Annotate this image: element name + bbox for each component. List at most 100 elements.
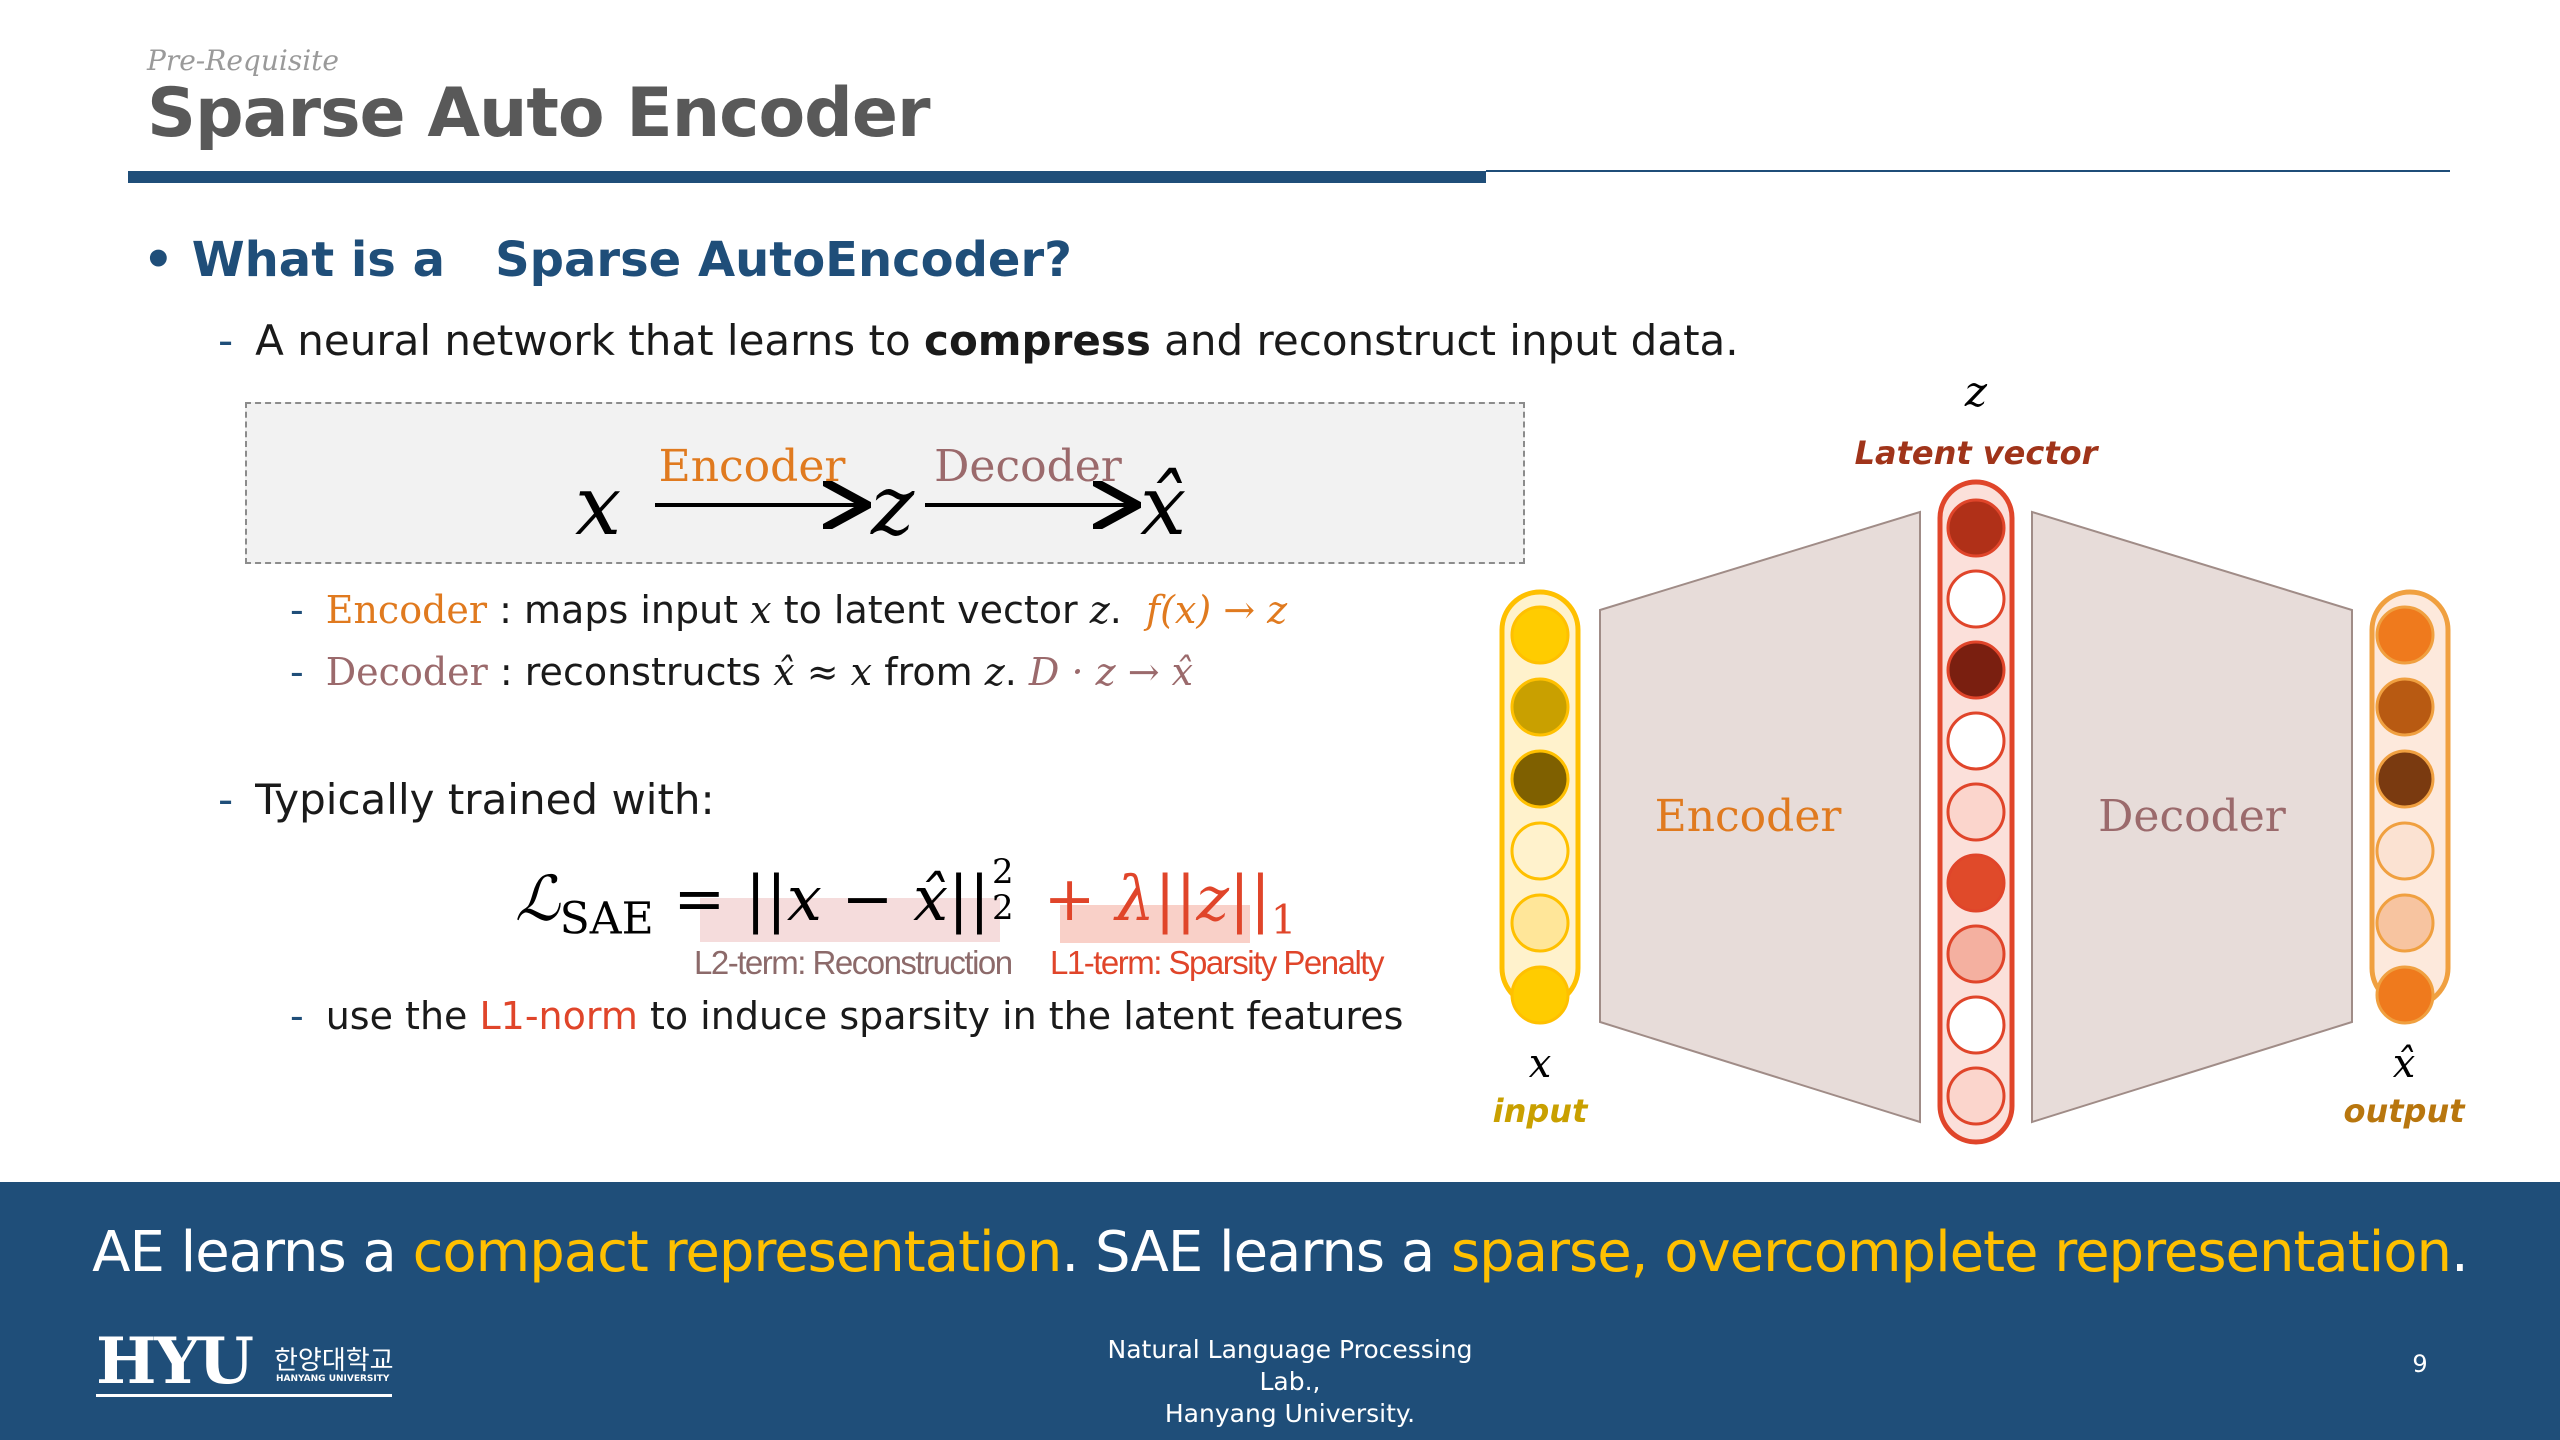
logo-english: HANYANG UNIVERSITY — [276, 1374, 390, 1384]
lab-line-1: Natural Language Processing Lab., — [1107, 1335, 1473, 1396]
loss-subscript: SAE — [559, 893, 654, 945]
encoder-mid: to latent vector — [771, 588, 1090, 632]
latent-symbol: z — [1964, 370, 1988, 416]
decoder-formula: D · z → x̂ — [1028, 650, 1194, 694]
loss-symbol: ℒ — [515, 862, 560, 935]
encoder-term: Encoder — [325, 588, 488, 632]
l1-term-highlight — [1060, 905, 1250, 943]
training-label: Typically trained with: — [255, 775, 715, 824]
logo-underline — [96, 1394, 392, 1397]
decoder-mid: from — [872, 650, 985, 694]
pipeline-box — [245, 402, 1525, 564]
output-label: output — [2343, 1092, 2466, 1130]
dash-marker: - — [290, 650, 304, 694]
encoder-formula: f(x) → z — [1146, 588, 1288, 632]
input-neuron — [1510, 821, 1570, 881]
takeaway-part-e: . — [2451, 1220, 2469, 1285]
encoder-text: : maps input — [487, 588, 751, 632]
output-neuron — [2375, 677, 2435, 737]
title-underline-thick — [128, 171, 1486, 183]
encoder-block-label: Encoder — [1655, 791, 1843, 842]
l2-term-label: L2-term: Reconstruction — [694, 944, 1013, 981]
decoder-block — [2031, 510, 2353, 1124]
output-neuron — [2375, 893, 2435, 953]
latent-neuron — [1946, 498, 2006, 558]
latent-neuron — [1946, 924, 2006, 984]
pipeline-z: z — [870, 459, 915, 554]
bullet-dot: • — [143, 232, 174, 288]
input-neuron — [1510, 749, 1570, 809]
section-kicker: Pre-Requisite — [147, 44, 339, 77]
input-symbol: x — [1529, 1041, 1552, 1087]
dash-marker: - — [218, 316, 234, 365]
latent-neuron — [1946, 995, 2006, 1055]
training-line: -Typically trained with: — [218, 775, 715, 824]
input-neuron — [1510, 605, 1570, 665]
norm-post: to induce sparsity in the latent feature… — [637, 994, 1404, 1038]
input-neuron — [1510, 677, 1570, 737]
latent-neuron — [1946, 640, 2006, 700]
takeaway-part-c: . SAE learns a — [1061, 1220, 1451, 1285]
definition-bold: compress — [924, 316, 1151, 365]
pipeline-diagram: x Encoder z Decoder x̂ — [575, 441, 1186, 554]
decoder-block-label: Decoder — [2098, 791, 2287, 842]
definition-pre: A neural network that learns to — [255, 316, 925, 365]
decoder-text: : reconstructs — [487, 650, 774, 694]
l1-norm-line: -use the L1-norm to induce sparsity in t… — [290, 994, 1403, 1038]
title-underline-thin — [1486, 170, 2450, 172]
dash-marker: - — [218, 775, 234, 824]
latent-neuron — [1946, 853, 2006, 913]
latent-label: Latent vector — [1855, 434, 2100, 472]
latent-neuron — [1946, 1066, 2006, 1126]
decoder-term: Decoder — [325, 650, 488, 694]
l1-term: λ||z|| — [1115, 862, 1271, 935]
takeaway-part-a: AE learns a — [92, 1220, 413, 1285]
l1-term-label: L1-term: Sparsity Penalty — [1050, 944, 1384, 981]
dash-marker: - — [290, 994, 304, 1038]
university-logo: HYU 한양대학교 HANYANG UNIVERSITY — [96, 1330, 394, 1398]
definition-line: -A neural network that learns to compres… — [218, 316, 1739, 365]
output-neuron — [2375, 965, 2435, 1025]
decoder-dot: . — [1004, 650, 1017, 694]
encoder-block — [1599, 510, 1921, 1124]
logo-korean: 한양대학교 — [274, 1346, 394, 1376]
takeaway-highlight-2: sparse, overcomplete representation — [1450, 1220, 2452, 1285]
footer-bar — [0, 1182, 2560, 1440]
l2-term: ||x − x̂|| — [745, 862, 990, 935]
encoder-x: x — [750, 588, 772, 632]
autoencoder-diagram: z Latent vector Encoder Decoder x input … — [1493, 370, 2466, 1145]
input-neurons — [1510, 605, 1570, 1025]
takeaway-message: AE learns a compact representation. SAE … — [0, 1220, 2560, 1285]
output-symbol: x̂ — [2393, 1041, 2416, 1087]
l2-term-highlight — [700, 898, 1000, 942]
input-label: input — [1493, 1092, 1589, 1130]
decoder-z: z — [984, 650, 1005, 694]
latent-neurons — [1946, 498, 2006, 1126]
l2-superscript: 2 — [991, 852, 1014, 892]
loss-plus: + — [1023, 862, 1116, 935]
latent-neuron — [1946, 782, 2006, 842]
output-neuron — [2375, 605, 2435, 665]
main-bullet: • What is a Sparse AutoEncoder? — [143, 232, 1072, 288]
decoder-approx: x̂ ≈ x — [773, 650, 873, 694]
l2-subscript: 2 — [991, 888, 1014, 928]
definition-post: and reconstruct input data. — [1150, 316, 1739, 365]
lab-line-2: Hanyang University. — [1164, 1399, 1416, 1428]
lab-affiliation: Natural Language Processing Lab., Hanyan… — [1080, 1334, 1500, 1430]
pipeline-xhat: x̂ — [1140, 459, 1186, 554]
dash-marker: - — [290, 588, 304, 632]
latent-neuron — [1946, 711, 2006, 771]
output-neuron — [2375, 749, 2435, 809]
encoder-z: z — [1089, 588, 1110, 632]
encoder-dot: . — [1109, 588, 1122, 632]
encoder-description: -Encoder : maps input x to latent vector… — [290, 588, 1287, 632]
slide-title: Sparse Auto Encoder — [147, 74, 930, 153]
output-neurons — [2375, 605, 2435, 1025]
loss-equals: = — [653, 862, 746, 935]
input-neuron — [1510, 965, 1570, 1025]
main-bullet-text: What is a Sparse AutoEncoder? — [191, 232, 1072, 288]
pipeline-encoder-label: Encoder — [659, 441, 847, 492]
norm-highlight: L1-norm — [479, 994, 638, 1038]
